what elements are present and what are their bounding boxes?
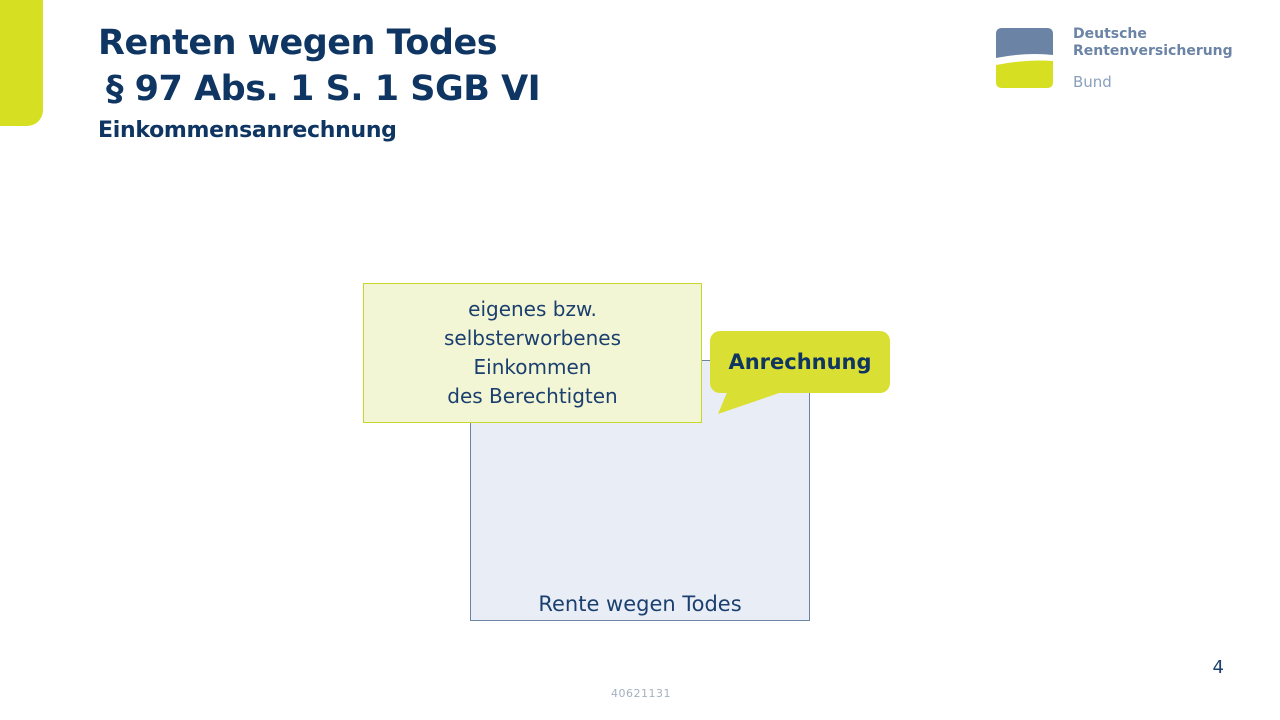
accent-bar <box>0 0 43 126</box>
logo-line-2: Rentenversicherung <box>1073 43 1233 59</box>
pension-box-label: Rente wegen Todes <box>538 592 742 616</box>
footer-code: 40621131 <box>611 687 671 700</box>
logo-text: Deutsche Rentenversicherung <box>1073 26 1233 60</box>
callout-label: Anrechnung <box>728 350 872 374</box>
logo-line-3: Bund <box>1073 73 1112 91</box>
income-line: eigenes bzw. <box>468 297 597 321</box>
slide-title: Renten wegen Todes § 97 Abs. 1 S. 1 SGB … <box>98 20 541 112</box>
income-line: selbsterworbenes <box>444 326 621 350</box>
page-number: 4 <box>1212 657 1224 678</box>
income-line: Einkommen <box>473 355 592 379</box>
slide-subtitle: Einkommensanrechnung <box>98 118 397 143</box>
drv-logo-icon <box>996 28 1053 88</box>
income-line: des Berechtigten <box>447 384 618 408</box>
title-line-1: Renten wegen Todes <box>98 23 498 63</box>
logo-line-1: Deutsche <box>1073 26 1147 42</box>
income-box: eigenes bzw. selbsterworbenes Einkommen … <box>363 283 702 423</box>
speech-bubble-tail-icon <box>718 390 788 414</box>
drv-logo: Deutsche Rentenversicherung Bund <box>996 26 1236 92</box>
title-line-2: § 97 Abs. 1 S. 1 SGB VI <box>106 69 541 109</box>
callout-bubble: Anrechnung <box>710 331 890 393</box>
